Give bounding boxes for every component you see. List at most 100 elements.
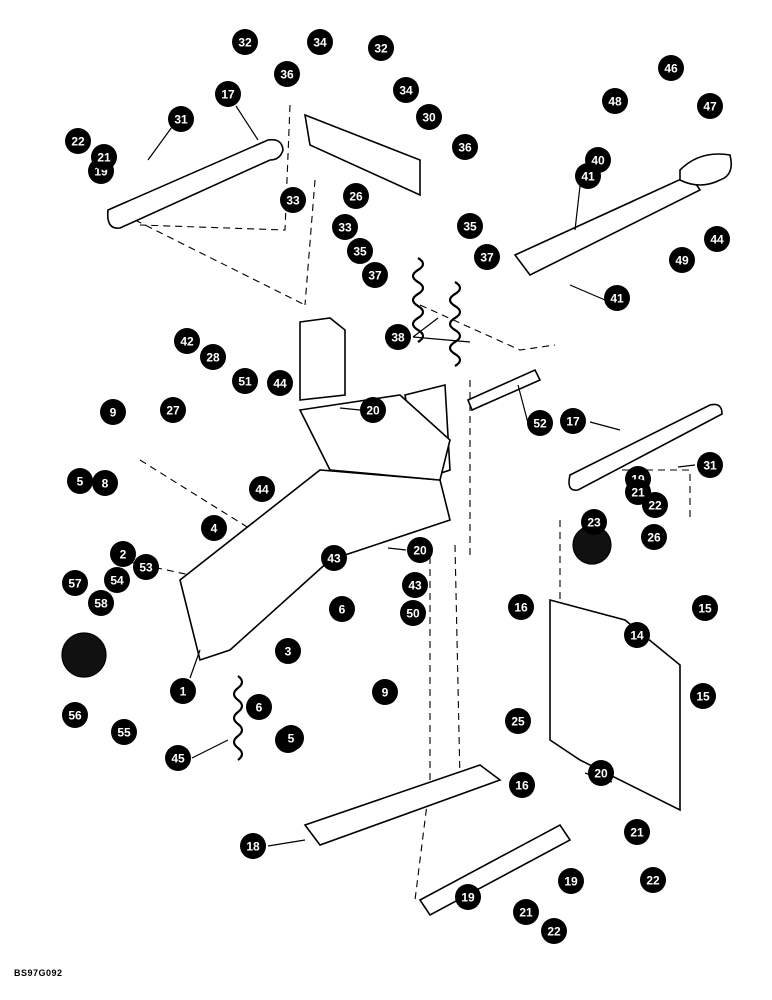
callout-44-2: 44: [249, 476, 275, 502]
callout-38: 38: [385, 324, 411, 350]
callout-label: 35: [463, 220, 477, 234]
callout-6-2: 6: [329, 596, 355, 622]
callout-circle: [232, 29, 258, 55]
leader-line-20-1: [339, 407, 361, 411]
callout-circle: [575, 163, 601, 189]
callout-15-2: 15: [690, 683, 716, 709]
drawbar-18: [303, 764, 502, 846]
callout-circle: [640, 867, 666, 893]
callout-41-2: 41: [604, 285, 630, 311]
callout-53: 53: [133, 554, 159, 580]
callout-label: 44: [710, 233, 724, 247]
callout-label: 26: [349, 190, 363, 204]
callout-circle: [240, 833, 266, 859]
callout-23: 23: [581, 509, 607, 535]
callout-label: 46: [664, 62, 678, 76]
callout-circle: [347, 238, 373, 264]
callout-label: 48: [608, 95, 622, 109]
callout-44-3: 44: [704, 226, 730, 252]
callout-label: 42: [180, 335, 194, 349]
callout-circle: [201, 515, 227, 541]
leader-line-38-1: [412, 317, 439, 338]
callout-20-1: 20: [360, 397, 386, 423]
callout-circle: [110, 541, 136, 567]
callout-circle: [307, 29, 333, 55]
callout-circle: [658, 55, 684, 81]
callout-19-3: 19: [558, 868, 584, 894]
callout-label: 8: [102, 477, 109, 491]
callout-circle: [560, 408, 586, 434]
callout-label: 35: [353, 245, 367, 259]
callout-label: 23: [587, 516, 601, 530]
callout-label: 19: [564, 875, 578, 889]
callout-22-1: 22: [65, 128, 91, 154]
callout-label: 21: [631, 486, 645, 500]
callout-18: 18: [240, 833, 266, 859]
callout-label: 32: [238, 36, 252, 50]
callout-label: 27: [166, 404, 180, 418]
callout-33-1: 33: [280, 187, 306, 213]
callout-circle: [624, 819, 650, 845]
callout-16-2: 16: [509, 772, 535, 798]
callout-circle: [329, 596, 355, 622]
callout-label: 43: [408, 579, 422, 593]
callout-circle: [541, 918, 567, 944]
callouts-group: 1234455668991415151616171718191919192020…: [62, 29, 730, 944]
callout-28: 28: [200, 344, 226, 370]
callout-label: 37: [368, 269, 382, 283]
callout-34-1: 34: [307, 29, 333, 55]
callout-label: 2: [120, 548, 127, 562]
callout-56: 56: [62, 702, 88, 728]
callout-label: 41: [610, 292, 624, 306]
callout-34-2: 34: [393, 77, 419, 103]
callout-9-2: 9: [372, 679, 398, 705]
guard-14: [549, 598, 681, 812]
callout-circle: [170, 678, 196, 704]
callout-label: 57: [68, 577, 82, 591]
callout-45: 45: [165, 745, 191, 771]
link-bar-17-upper: [106, 138, 284, 229]
callout-37-1: 37: [362, 262, 388, 288]
callout-label: 15: [696, 690, 710, 704]
callout-label: 41: [581, 170, 595, 184]
callout-32-2: 32: [368, 35, 394, 61]
callout-31-2: 31: [697, 452, 723, 478]
callout-circle: [332, 214, 358, 240]
leader-line-41-2: [569, 284, 606, 301]
callout-49: 49: [669, 247, 695, 273]
callout-circle: [360, 397, 386, 423]
callout-label: 50: [406, 607, 420, 621]
callout-35-1: 35: [347, 238, 373, 264]
callout-circle: [604, 285, 630, 311]
callout-circle: [88, 590, 114, 616]
callout-label: 56: [68, 709, 82, 723]
callout-57: 57: [62, 570, 88, 596]
callout-circle: [407, 537, 433, 563]
callout-circle: [527, 410, 553, 436]
callout-circle: [642, 492, 668, 518]
leader-line-45-1: [191, 739, 229, 759]
callout-label: 52: [533, 417, 547, 431]
callout-3: 3: [275, 638, 301, 664]
callout-circle: [513, 899, 539, 925]
callout-label: 58: [94, 597, 108, 611]
callout-circle: [690, 683, 716, 709]
callout-label: 4: [211, 522, 218, 536]
callout-43-1: 43: [321, 545, 347, 571]
callout-label: 55: [117, 726, 131, 740]
callout-label: 17: [221, 88, 235, 102]
callout-label: 6: [256, 701, 263, 715]
callout-label: 53: [139, 561, 153, 575]
callout-circle: [474, 244, 500, 270]
callout-circle: [697, 93, 723, 119]
callout-26-1: 26: [343, 183, 369, 209]
callout-label: 45: [171, 752, 185, 766]
callout-circle: [455, 884, 481, 910]
spring-38: [411, 257, 425, 343]
callout-36-2: 36: [452, 134, 478, 160]
callout-58: 58: [88, 590, 114, 616]
callout-circle: [393, 77, 419, 103]
callout-label: 19: [461, 891, 475, 905]
callout-circle: [624, 622, 650, 648]
mount-plate-upper: [299, 317, 346, 401]
